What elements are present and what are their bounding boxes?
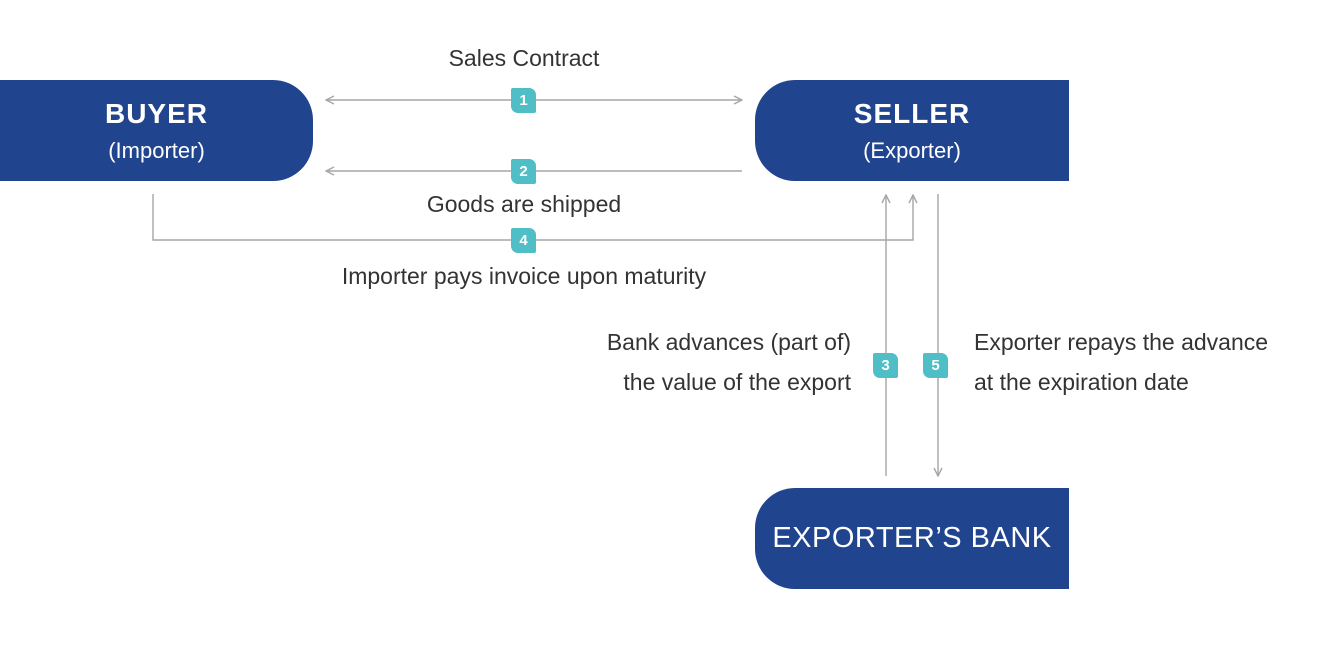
step-badge-1: 1 bbox=[511, 88, 536, 113]
label-bank-advances-line-1: Bank advances (part of) bbox=[606, 329, 851, 355]
bank-title: EXPORTER’S BANK bbox=[772, 522, 1052, 554]
label-exporter-repays-line-1: Exporter repays the advance bbox=[974, 329, 1269, 355]
label-bank-advances: Bank advances (part of) the value of the… bbox=[607, 322, 851, 402]
seller-subtitle: (Exporter) bbox=[863, 137, 961, 163]
seller-node: SELLER (Exporter) bbox=[755, 80, 1069, 181]
buyer-subtitle: (Importer) bbox=[108, 137, 205, 163]
step-badge-2: 2 bbox=[511, 159, 536, 184]
step-badge-5: 5 bbox=[923, 353, 948, 378]
label-exporter-repays: Exporter repays the advance at the expir… bbox=[974, 322, 1268, 402]
label-importer-pays: Importer pays invoice upon maturity bbox=[341, 263, 707, 289]
label-goods-shipped: Goods are shipped bbox=[426, 191, 622, 217]
seller-title: SELLER bbox=[853, 97, 971, 129]
label-sales-contract: Sales Contract bbox=[448, 45, 600, 71]
label-exporter-repays-line-2: at the expiration date bbox=[974, 369, 1189, 395]
step-badge-4: 4 bbox=[511, 228, 536, 253]
exporters-bank-node: EXPORTER’S BANK bbox=[755, 488, 1069, 589]
buyer-node: BUYER (Importer) bbox=[0, 80, 313, 181]
step-badge-3: 3 bbox=[873, 353, 898, 378]
buyer-title: BUYER bbox=[104, 97, 208, 129]
label-bank-advances-line-2: the value of the export bbox=[623, 369, 851, 395]
